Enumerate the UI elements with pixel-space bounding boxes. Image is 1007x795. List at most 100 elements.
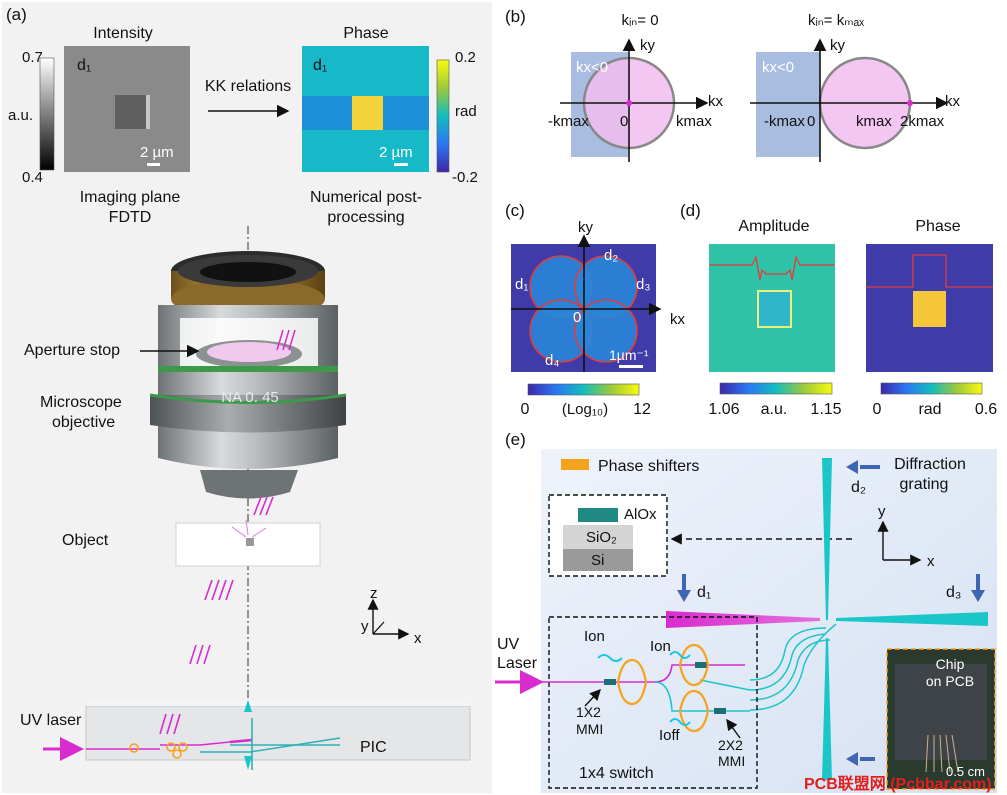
sio2-label: SiO₂ bbox=[586, 529, 617, 546]
kin-point-left bbox=[626, 100, 632, 106]
object-feature bbox=[246, 538, 254, 546]
panel-d: (d) Amplitude Phase 1.06 a.u. 1.15 0 rad… bbox=[680, 201, 997, 418]
grating-d3 bbox=[836, 612, 988, 626]
intensity-colorbar bbox=[39, 57, 55, 171]
grating-d2 bbox=[822, 458, 832, 620]
zero-label-c: 0 bbox=[573, 309, 581, 326]
kx-region-right bbox=[756, 52, 820, 157]
d1-label-c: d₁ bbox=[515, 276, 528, 293]
panel-a-label: (a) bbox=[6, 5, 27, 24]
caption-right-2: processing bbox=[327, 209, 404, 226]
caption-left-1: Imaging plane bbox=[80, 189, 181, 206]
cb-unit-c: (Log₁₀) bbox=[562, 401, 608, 418]
objective-tip bbox=[200, 470, 298, 499]
two-kmax-right: 2kmax bbox=[900, 113, 945, 130]
kxlt0-right: kx<0 bbox=[762, 59, 794, 76]
si-label: Si bbox=[591, 552, 604, 569]
intensity-edge bbox=[146, 95, 150, 129]
phase-cb-min-d: 0 bbox=[873, 401, 882, 418]
panel-e-label: (e) bbox=[505, 430, 526, 449]
watermark: PCB联盟网 (Pcbbar.com) bbox=[804, 775, 992, 793]
mmi2-pointer bbox=[726, 718, 741, 739]
ion-wave-1 bbox=[597, 654, 623, 662]
ion-label-2: Ion bbox=[650, 638, 671, 655]
alox-layer bbox=[578, 508, 618, 522]
cb-max-c: 12 bbox=[633, 401, 651, 418]
ray-group-2 bbox=[189, 644, 211, 665]
intensity-object bbox=[115, 95, 148, 129]
object-scatter bbox=[231, 519, 267, 538]
object-label: Object bbox=[62, 532, 109, 549]
ky-label-right: ky bbox=[830, 37, 846, 54]
mmi1-pointer bbox=[584, 688, 601, 707]
switch-box bbox=[548, 616, 758, 789]
sio2-layer bbox=[563, 525, 633, 549]
grating-d4 bbox=[822, 638, 832, 780]
caption-left-2: FDTD bbox=[109, 209, 152, 226]
pupil-rays bbox=[276, 329, 296, 351]
zero-left: 0 bbox=[620, 113, 628, 130]
intensity-scale-unit: a.u. bbox=[8, 107, 33, 124]
si-layer bbox=[563, 549, 633, 571]
objective-knurl bbox=[150, 395, 346, 433]
ky-label-left: ky bbox=[640, 37, 656, 54]
intensity-scalebar-text: 2 µm bbox=[140, 144, 174, 161]
microscope-label-1: Microscope bbox=[40, 394, 122, 411]
amp-cb-unit: a.u. bbox=[761, 401, 788, 418]
pic-chip-top bbox=[86, 700, 470, 706]
alox-label: AlOx bbox=[624, 506, 657, 523]
kmax-right: kmax bbox=[856, 113, 892, 130]
pic-grating-top bbox=[244, 700, 252, 712]
microscope-label-2: objective bbox=[52, 414, 115, 431]
d4-label-c: d₄ bbox=[545, 352, 559, 369]
phase-title: Phase bbox=[343, 25, 388, 42]
d3-label-c: d₃ bbox=[636, 276, 650, 293]
d1-arrow-head bbox=[677, 590, 691, 602]
phase-colorbar-d bbox=[880, 382, 983, 395]
phase-scalebar bbox=[394, 163, 408, 166]
zero-right: 0 bbox=[807, 113, 815, 130]
grating-d1 bbox=[666, 611, 820, 628]
diffraction-label-2: grating bbox=[900, 476, 949, 493]
scalebar-label-c: 1µm⁻¹ bbox=[609, 347, 649, 363]
pic-label: PIC bbox=[360, 739, 387, 756]
mmi1-label-1: 1X2 bbox=[576, 704, 601, 720]
phase-colorbar bbox=[436, 59, 450, 173]
d2-arrow-head bbox=[846, 460, 858, 474]
na-text: NA 0. 45 bbox=[221, 389, 279, 406]
axis-x-e-label: x bbox=[927, 553, 935, 570]
pic-grating-bottom bbox=[244, 756, 252, 770]
kx-label-right: kx bbox=[945, 93, 961, 110]
objective-bore bbox=[200, 262, 296, 282]
microscope-objective: NA 0. 45 bbox=[149, 251, 347, 499]
uv-label-1: UV bbox=[497, 636, 520, 653]
chip-scale-label: 0.5 cm bbox=[946, 764, 985, 779]
d3-arrow-head bbox=[971, 590, 985, 602]
ion-wave-2 bbox=[669, 651, 691, 659]
phase-title-d: Phase bbox=[915, 218, 960, 235]
object-rays bbox=[253, 496, 274, 516]
objective-green-line bbox=[158, 366, 338, 372]
d1-label-e: d₁ bbox=[697, 584, 711, 601]
d2-label-c: d₂ bbox=[604, 247, 618, 264]
chip-die bbox=[895, 664, 987, 760]
scalebar-c bbox=[619, 365, 643, 368]
kx-label-c: kx bbox=[670, 311, 686, 328]
phase-shifters-label: Phase shifters bbox=[598, 458, 699, 475]
intensity-scale-min: 0.4 bbox=[22, 169, 43, 186]
chip-label-1: Chip bbox=[936, 656, 965, 672]
phase-scale-unit: rad bbox=[455, 103, 477, 120]
intensity-scale-max: 0.7 bbox=[22, 49, 43, 66]
phase-d1: d₁ bbox=[313, 57, 327, 74]
routing-waveguides bbox=[749, 623, 837, 711]
axis-x-label: x bbox=[414, 630, 422, 647]
ky-label-c: ky bbox=[578, 219, 594, 236]
d3-label-e: d₃ bbox=[946, 584, 961, 601]
panel-b-title-left: kᵢₙ= 0 bbox=[621, 12, 658, 29]
ion-label-1: Ion bbox=[584, 628, 605, 645]
panel-b-label: (b) bbox=[505, 7, 526, 26]
amp-cb-min: 1.06 bbox=[708, 401, 739, 418]
colorbar-c bbox=[527, 383, 640, 396]
